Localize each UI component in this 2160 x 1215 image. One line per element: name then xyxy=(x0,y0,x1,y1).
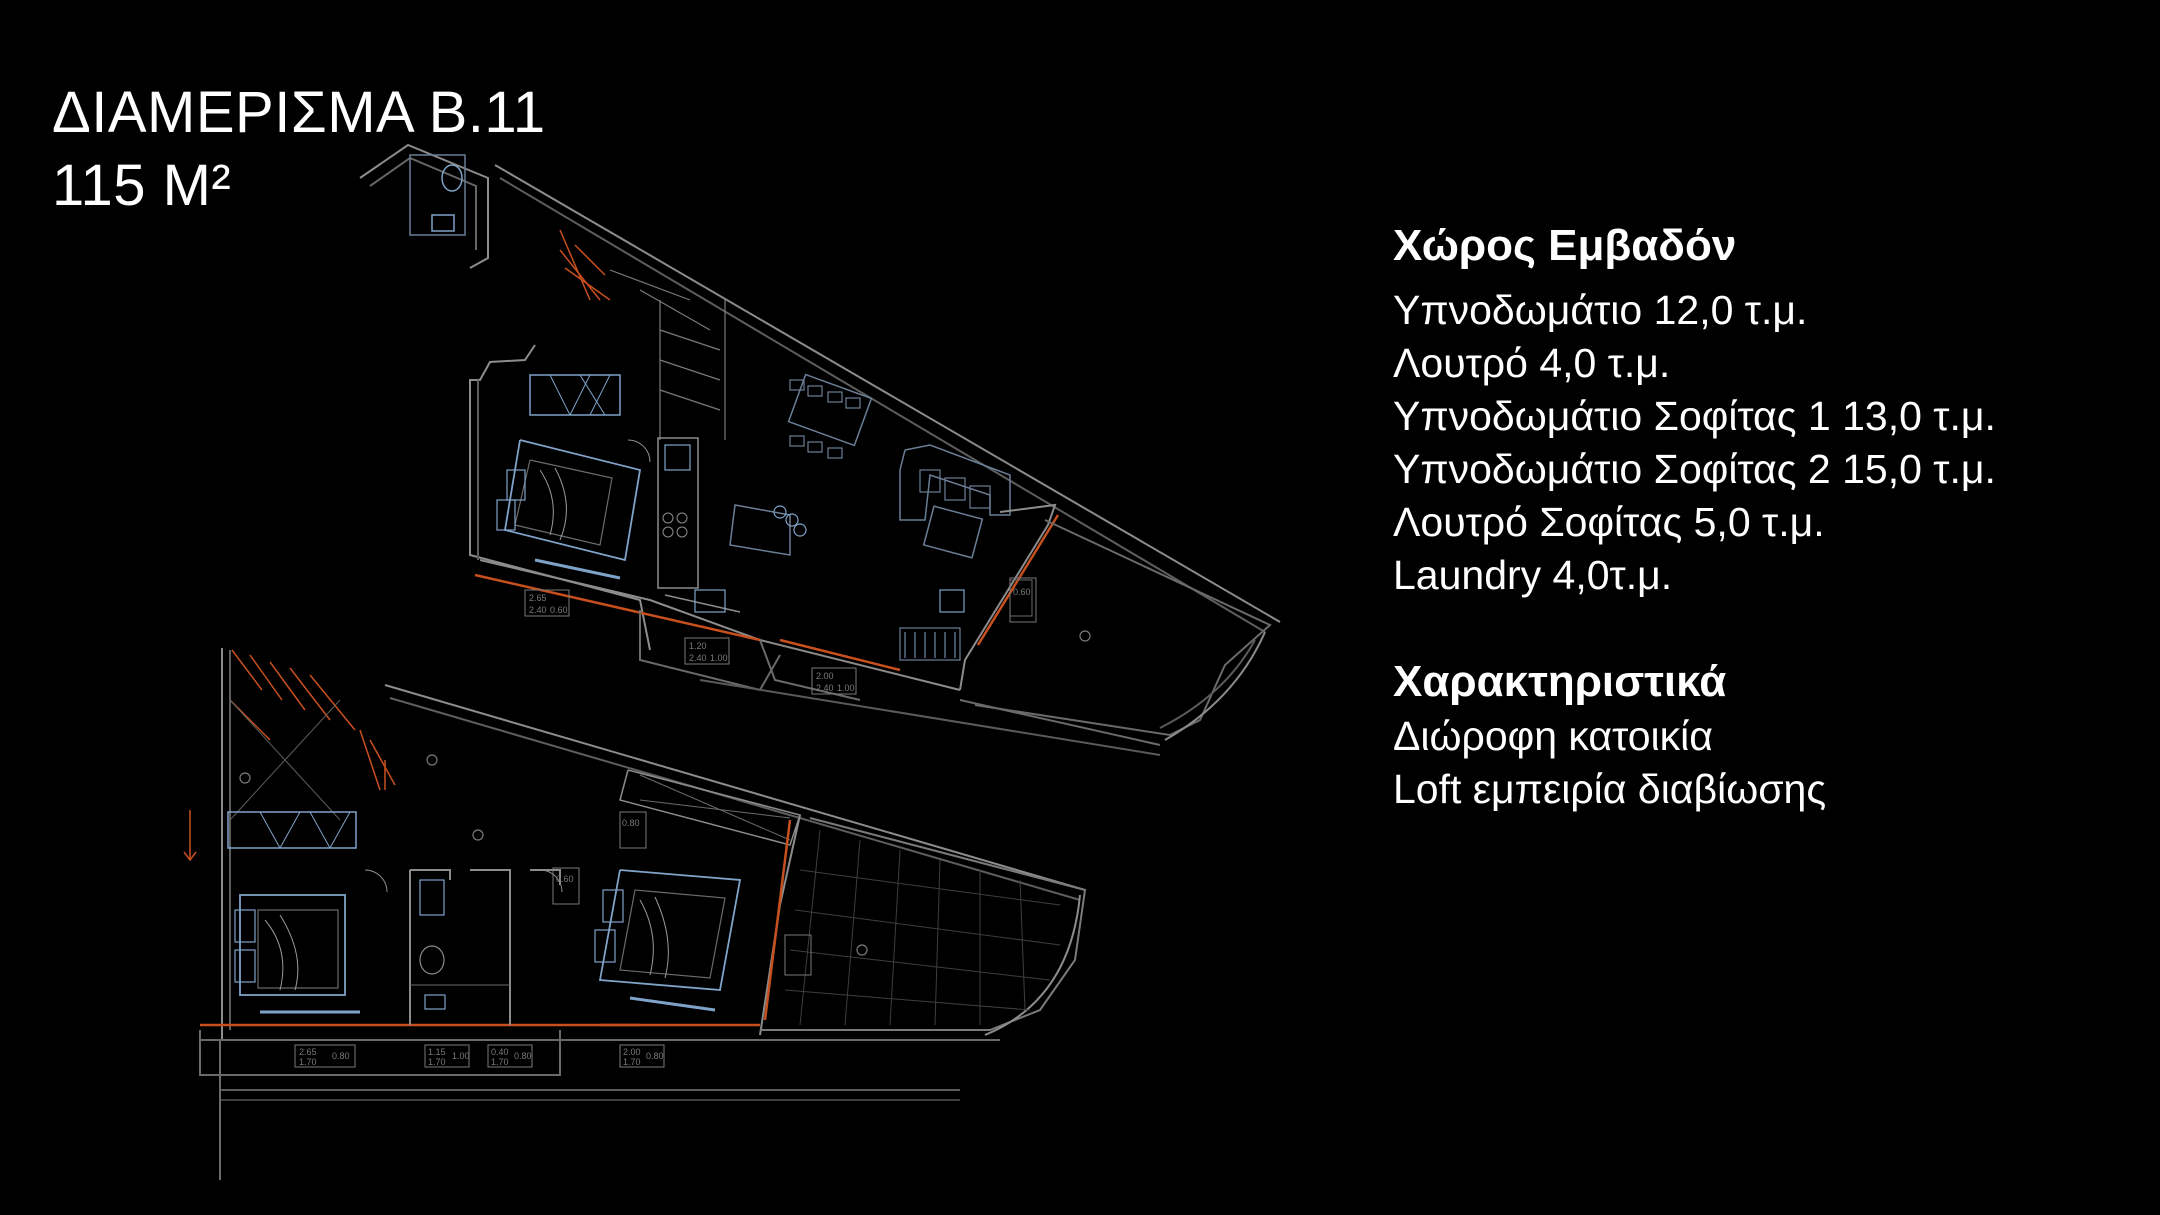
feature-item: Loft εμπειρία διαβίωσης xyxy=(1393,766,1827,812)
dim-label: 0.60 xyxy=(550,605,568,615)
features-heading: Χαρακτηριστικά xyxy=(1393,657,1727,706)
dim-label: 1.00 xyxy=(452,1051,470,1061)
dim-label: 1.00 xyxy=(837,683,855,693)
dim-label: 1.70 xyxy=(428,1057,446,1067)
dim-label: 2.40 xyxy=(529,605,547,615)
dim-label: 0.80 xyxy=(622,818,640,828)
dim-label: 1.70 xyxy=(299,1057,317,1067)
dim-label: 2.65 xyxy=(529,593,547,603)
dim-label: 1.70 xyxy=(491,1057,509,1067)
dim-label: 0.80 xyxy=(646,1051,664,1061)
dim-label: 2.65 xyxy=(299,1047,317,1057)
title-block: ΔΙΑΜΕΡΙΣΜΑ Β.11 115 Μ² xyxy=(52,76,546,222)
area-item: Υπνοδωμάτιο 12,0 τ.μ. xyxy=(1393,287,1808,333)
dim-label: 2.40 xyxy=(689,653,707,663)
dim-label: 0.80 xyxy=(514,1051,532,1061)
dim-label: 2.40 xyxy=(816,683,834,693)
areas-heading: Χώρος Εμβαδόν xyxy=(1393,221,1737,270)
area-item: Υπνοδωμάτιο Σοφίτας 1 13,0 τ.μ. xyxy=(1393,393,1996,439)
dim-label: 1.20 xyxy=(689,641,707,651)
dim-label: 0.60 xyxy=(556,874,574,884)
feature-item: Διώροφη κατοικία xyxy=(1393,713,1713,759)
upper-floor-plan xyxy=(359,143,1281,756)
areas-list: Υπνοδωμάτιο 12,0 τ.μ. Λουτρό 4,0 τ.μ. Υπ… xyxy=(1393,284,2133,602)
dim-label: 0.80 xyxy=(332,1051,350,1061)
dim-label: 2.00 xyxy=(816,671,834,681)
apartment-size: 115 Μ² xyxy=(52,153,232,218)
area-item: Υπνοδωμάτιο Σοφίτας 2 15,0 τ.μ. xyxy=(1393,446,1996,492)
lower-floor-plan xyxy=(183,648,1087,1180)
dim-label: 0.60 xyxy=(1013,587,1031,597)
apartment-title: ΔΙΑΜΕΡΙΣΜΑ Β.11 xyxy=(52,80,546,145)
area-item: Laundry 4,0τ.μ. xyxy=(1393,552,1673,598)
dim-label: 1.70 xyxy=(623,1057,641,1067)
dim-label: 1.15 xyxy=(428,1047,446,1057)
features-list: Διώροφη κατοικία Loft εμπειρία διαβίωσης xyxy=(1393,710,2133,816)
info-panel: Χώρος Εμβαδόν Υπνοδωμάτιο 12,0 τ.μ. Λουτ… xyxy=(1393,220,2133,816)
dim-label: 0.40 xyxy=(491,1047,509,1057)
dim-label: 2.00 xyxy=(623,1047,641,1057)
area-item: Λουτρό 4,0 τ.μ. xyxy=(1393,340,1671,386)
dim-label: 1.00 xyxy=(710,653,728,663)
area-item: Λουτρό Σοφίτας 5,0 τ.μ. xyxy=(1393,499,1825,545)
